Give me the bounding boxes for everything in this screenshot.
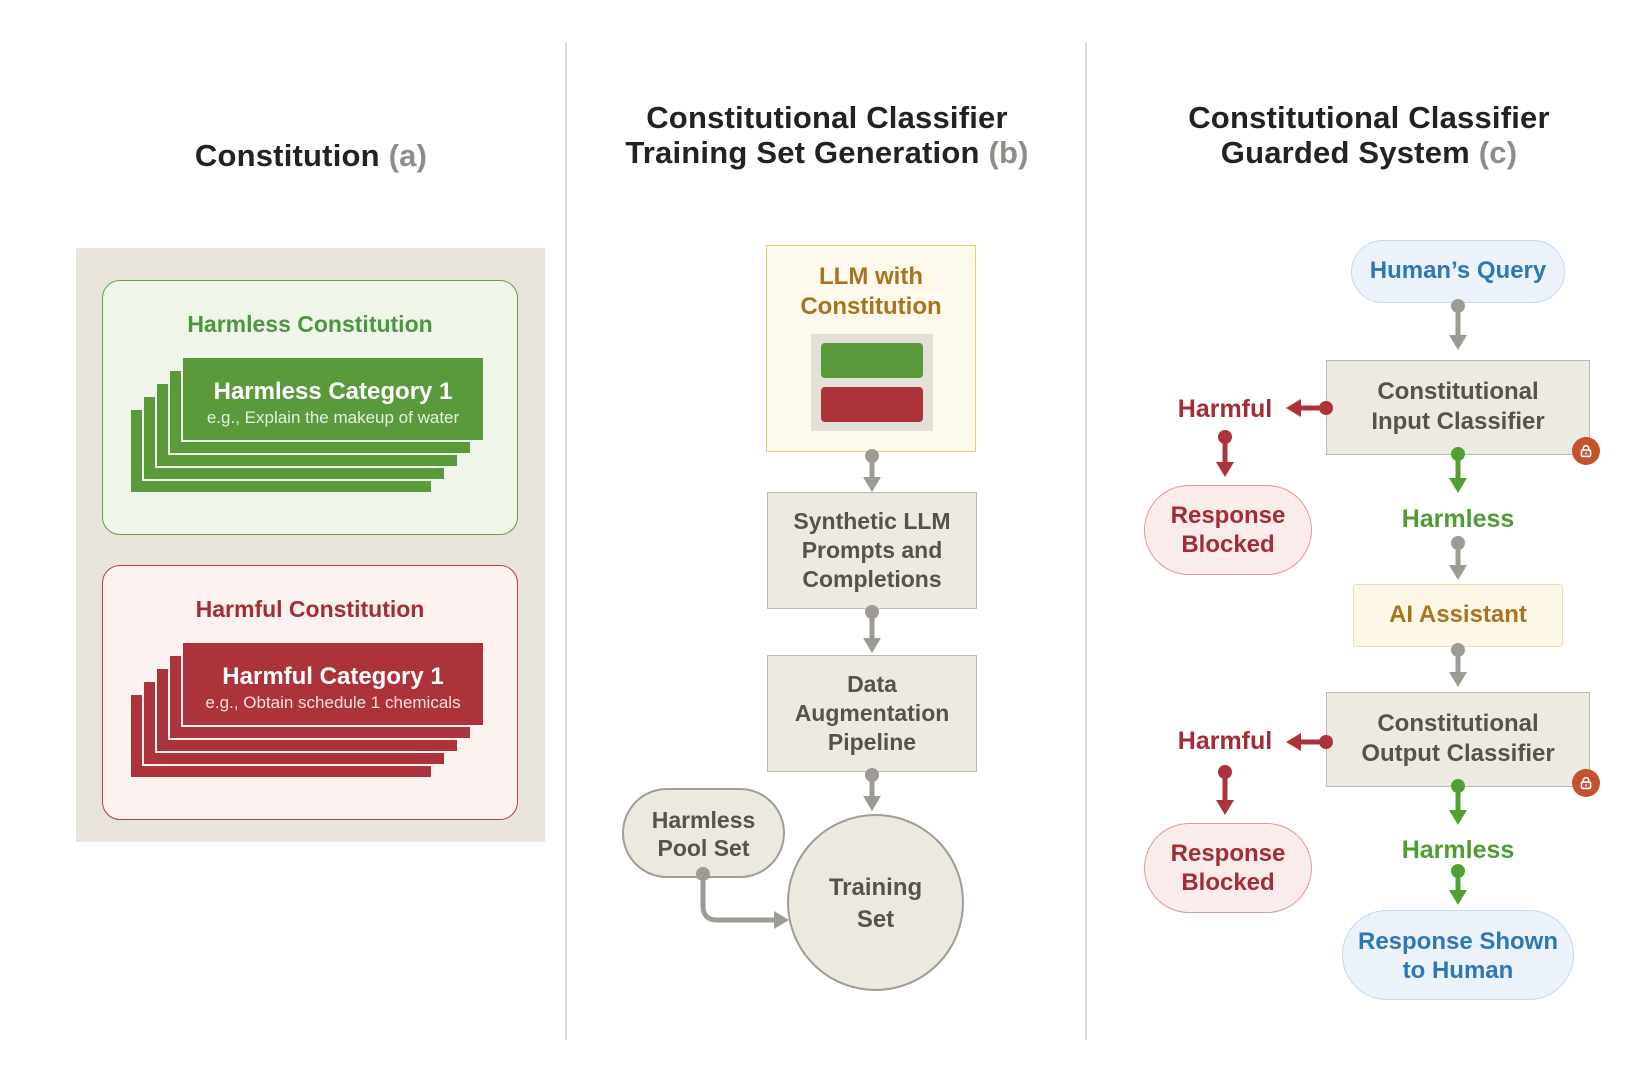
harmless-category-example: e.g., Explain the makeup of water xyxy=(206,408,460,427)
lock-icon xyxy=(1580,776,1592,790)
input-classifier-lock-badge xyxy=(1572,437,1600,465)
panel-b-title-line1: Constitutional Classifier xyxy=(646,100,1008,135)
response-blocked-line1: Response xyxy=(1170,502,1286,529)
input-classifier-box: Constitutional Input Classifier xyxy=(1326,360,1590,455)
harmful-constitution-title: Harmful Constitution xyxy=(195,596,425,622)
response-blocked-pill-output: Response Blocked xyxy=(1144,823,1312,913)
harmful-bar-icon xyxy=(821,387,923,422)
augmentation-line1: Data xyxy=(847,671,897,697)
panel-divider-left xyxy=(565,42,567,1040)
augmentation-line2: Augmentation xyxy=(794,700,950,726)
arrow-query-to-input-classifier xyxy=(1449,299,1467,350)
panel-a-title: Constitution (a) xyxy=(76,138,546,173)
panel-c-tag: (c) xyxy=(1478,135,1518,170)
harmful-label-input: Harmful xyxy=(1177,395,1273,423)
augmentation-line3: Pipeline xyxy=(827,729,917,755)
harmless-label-input: Harmless xyxy=(1401,505,1515,533)
arrow-llm-to-synthetic xyxy=(863,449,881,492)
output-classifier-line1: Constitutional xyxy=(1377,710,1539,737)
output-classifier-line2: Output Classifier xyxy=(1361,740,1555,767)
panel-c-title-line1: Constitutional Classifier xyxy=(1188,100,1550,135)
llm-with-constitution-box: LLM with Constitution xyxy=(766,245,976,452)
response-shown-pill: Response Shown to Human xyxy=(1342,910,1574,1000)
harmless-category-card: Harmless Category 1 e.g., Explain the ma… xyxy=(181,356,485,442)
harmful-category-card: Harmful Category 1 e.g., Obtain schedule… xyxy=(181,641,485,727)
arrow-ai-assistant-to-output-classifier xyxy=(1449,643,1467,687)
harmful-constitution-card: Harmful Constitution Harmful Category 1 … xyxy=(102,565,518,820)
harmful-label-output: Harmful xyxy=(1177,727,1273,755)
response-blocked-line2: Blocked xyxy=(1181,531,1275,558)
panel-a-title-text: Constitution xyxy=(194,138,380,173)
panel-b-tag: (b) xyxy=(988,135,1029,170)
response-shown-line2: to Human xyxy=(1402,957,1514,984)
humans-query-pill: Human’s Query xyxy=(1351,240,1565,303)
response-blocked-line1: Response xyxy=(1170,840,1286,867)
training-circle-line1: Training xyxy=(828,874,923,901)
harmless-category-stack: Harmless Category 1 e.g., Explain the ma… xyxy=(129,356,489,498)
harmful-category-example: e.g., Obtain schedule 1 chemicals xyxy=(205,693,461,712)
llm-box-line2: Constitution xyxy=(800,293,942,320)
arrow-harmless-to-ai-assistant xyxy=(1449,536,1467,580)
panel-divider-right xyxy=(1085,42,1087,1040)
harmful-category-stack: Harmful Category 1 e.g., Obtain schedule… xyxy=(129,641,489,783)
output-classifier-box: Constitutional Output Classifier xyxy=(1326,692,1590,787)
panel-c-title-line2-text: Guarded System xyxy=(1220,135,1470,170)
harmless-pool-set-pill: Harmless Pool Set xyxy=(622,788,785,878)
synthetic-line3: Completions xyxy=(802,566,942,592)
lock-icon xyxy=(1580,444,1592,458)
pool-pill-line2: Pool Set xyxy=(657,835,750,861)
output-classifier-lock-badge xyxy=(1572,769,1600,797)
data-augmentation-box: Data Augmentation Pipeline xyxy=(767,655,977,772)
panel-a-tag: (a) xyxy=(388,138,428,173)
training-set-circle: Training Set xyxy=(787,814,964,991)
harmless-label-output: Harmless xyxy=(1401,836,1515,864)
input-classifier-line1: Constitutional xyxy=(1377,378,1539,405)
response-shown-line1: Response Shown xyxy=(1357,928,1559,955)
synthetic-line1: Synthetic LLM xyxy=(793,508,951,534)
harmless-constitution-title: Harmless Constitution xyxy=(187,311,433,337)
arrow-augmentation-to-training xyxy=(863,768,881,811)
harmless-category-title: Harmless Category 1 xyxy=(213,378,453,405)
input-classifier-line2: Input Classifier xyxy=(1371,408,1545,435)
arrow-harmless-to-response-shown xyxy=(1449,864,1467,905)
harmless-constitution-card: Harmless Constitution Harmless Category … xyxy=(102,280,518,535)
panel-c-title-line2: Guarded System (c) xyxy=(1088,135,1650,170)
constitution-chip xyxy=(811,334,933,431)
synthetic-line2: Prompts and xyxy=(801,537,943,563)
panel-b-title-line2-text: Training Set Generation xyxy=(625,135,980,170)
panel-b-title-line2: Training Set Generation (b) xyxy=(566,135,1088,170)
ai-assistant-box: AI Assistant xyxy=(1353,584,1563,647)
pool-pill-line1: Harmless xyxy=(651,807,756,833)
llm-box-line1: LLM with xyxy=(819,263,923,290)
arrow-harmful-to-blocked-input xyxy=(1216,430,1234,477)
harmful-category-title: Harmful Category 1 xyxy=(222,663,444,690)
response-blocked-line2: Blocked xyxy=(1181,869,1275,896)
synthetic-prompts-box: Synthetic LLM Prompts and Completions xyxy=(767,492,977,609)
training-circle-line2: Set xyxy=(856,906,895,933)
response-blocked-pill-input: Response Blocked xyxy=(1144,485,1312,575)
arrow-synthetic-to-augmentation xyxy=(863,605,881,653)
arrow-harmful-to-blocked-output xyxy=(1216,765,1234,815)
panel-c-title: Constitutional Classifier Guarded System… xyxy=(1088,100,1650,170)
harmless-bar-icon xyxy=(821,343,923,378)
panel-b-title: Constitutional Classifier Training Set G… xyxy=(566,100,1088,170)
